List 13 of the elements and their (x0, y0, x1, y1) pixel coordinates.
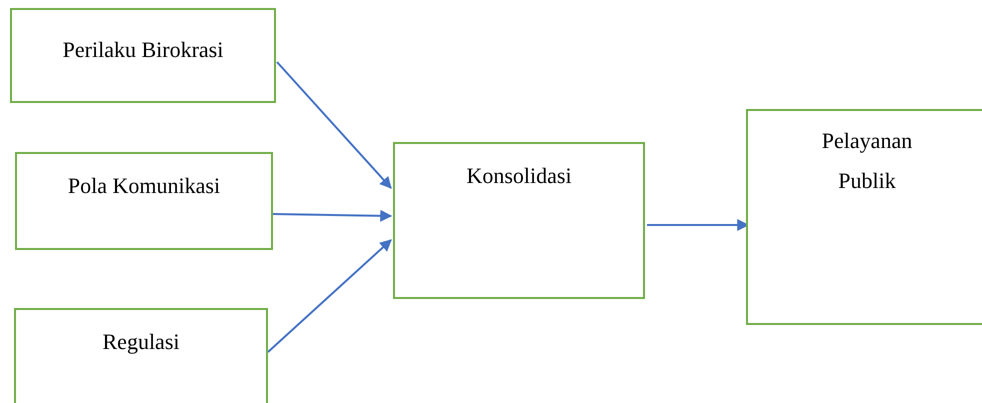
process-box (15, 152, 273, 250)
node-label: Konsolidasi (465, 162, 573, 190)
process-box (393, 142, 645, 299)
process-box (14, 308, 268, 403)
node-label: Pola Komunikasi (66, 172, 222, 200)
process-box (10, 8, 276, 103)
arrow (272, 210, 392, 222)
arrow (267, 239, 392, 353)
process-box (746, 109, 982, 325)
node-label: Pelayanan Publik (820, 127, 914, 195)
node-label: Perilaku Birokrasi (62, 36, 224, 64)
arrow (276, 61, 392, 189)
node-label: Regulasi (102, 328, 180, 356)
